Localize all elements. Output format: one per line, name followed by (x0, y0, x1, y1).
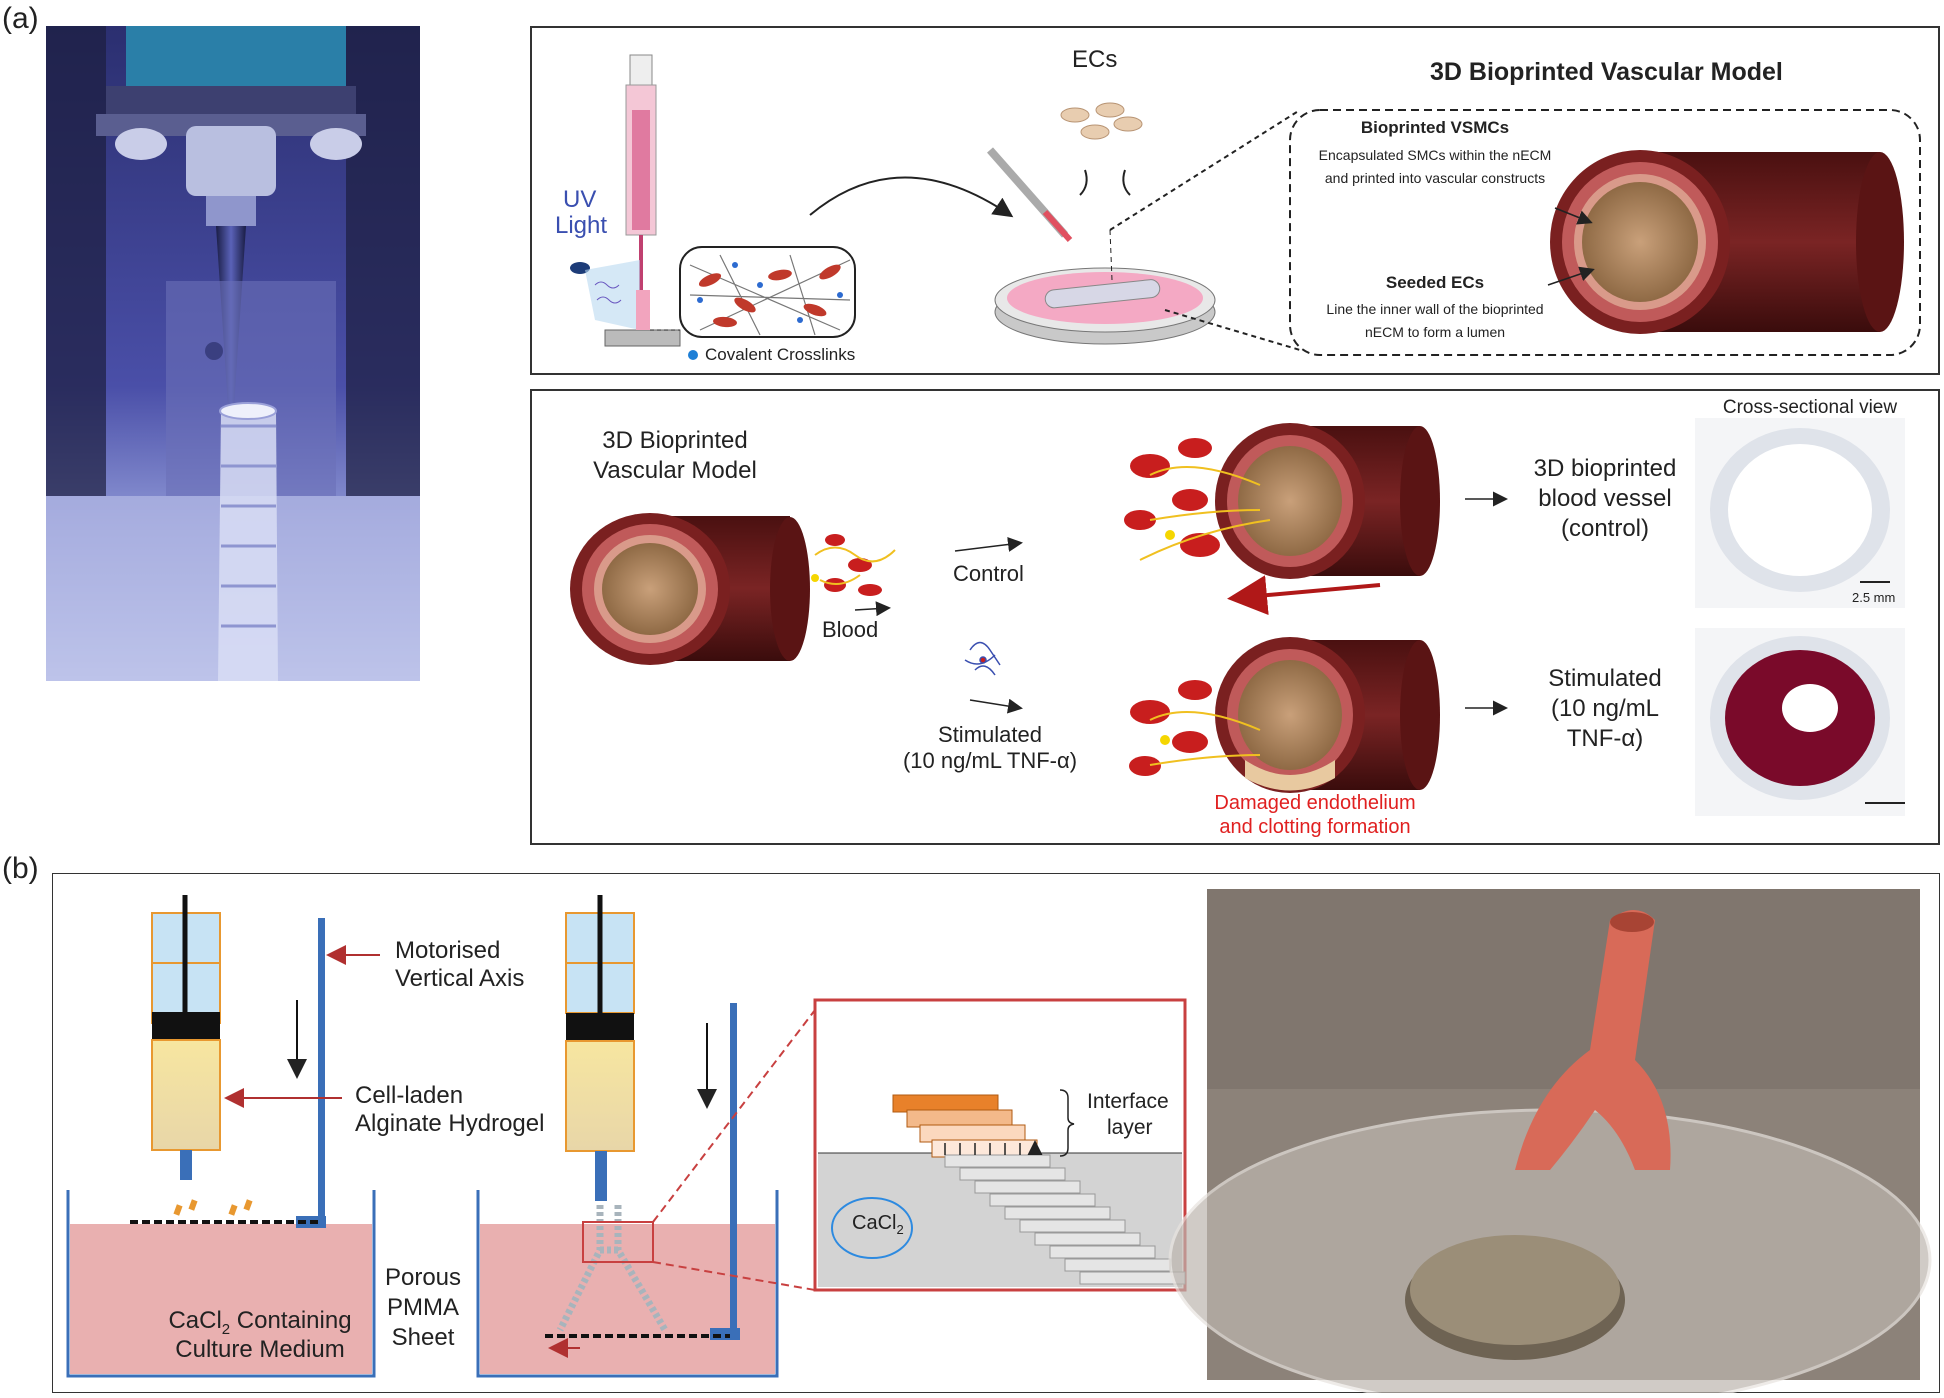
cacl2-main: CaCl (852, 1212, 897, 1234)
vessel-illustration-top (1550, 150, 1904, 334)
stimulated-label-1: Stimulated (938, 722, 1042, 747)
model-label-2: Vascular Model (593, 457, 757, 484)
crosslink-dot-icon (688, 350, 698, 360)
bath-middle (476, 1190, 779, 1378)
result-stimulated-3: TNF-α) (1566, 725, 1644, 752)
motor-label-2: Vertical Axis (395, 965, 525, 992)
hydrogel-network-icon (679, 246, 856, 338)
ec-title: Seeded ECs (1385, 273, 1485, 292)
flow-arrow-icon (1227, 575, 1381, 616)
endothelial-cells-icon (1060, 102, 1143, 140)
uv-light-label-1: UV (563, 186, 597, 213)
medium-cacl-sub: 2 (221, 1320, 231, 1338)
result-control-1: 3D bioprinted (1533, 455, 1677, 482)
interface-label-2: layer (1107, 1116, 1153, 1139)
panel-a-graphics (570, 54, 1921, 816)
ecs-label: ECs (1072, 46, 1118, 73)
tnf-protein-icon (964, 641, 1001, 676)
damage-label-2: and clotting formation (1219, 816, 1411, 838)
cross-section-stimulated-image (1695, 628, 1905, 816)
top-title: 3D Bioprinted Vascular Model (1430, 58, 1783, 86)
vessel-illustration-control (1215, 423, 1440, 579)
syringe-icon (625, 54, 657, 290)
print-base-icon (604, 290, 681, 347)
interface-label-1: Interface (1087, 1090, 1169, 1113)
motor-label-1: Motorised (395, 937, 501, 964)
stimulated-label-2: (10 ng/mL TNF-α) (902, 748, 1078, 773)
axis-rod-left (296, 918, 326, 1228)
scale-bar-label: 2.5 mm (1852, 590, 1896, 605)
cross-section-label: Cross-sectional view (1722, 397, 1898, 418)
cacl2-ion-circle (831, 1197, 913, 1259)
result-stimulated-1: Stimulated (1548, 665, 1662, 692)
branch-structure (556, 1205, 669, 1332)
bioprinter-photo (46, 26, 420, 681)
cacl2-label: CaCl2 (852, 1212, 904, 1237)
cell-laden-label-1: Cell-laden (355, 1082, 464, 1109)
panel-b-label: (b) (2, 852, 39, 885)
damage-label-1: Damaged endothelium (1214, 792, 1416, 814)
panel-a-label: (a) (2, 2, 39, 35)
vsmc-desc-1: Encapsulated SMCs within the nECM (1318, 147, 1552, 163)
panel-b-graphics (66, 889, 1932, 1393)
process-arrow-icon (809, 176, 1014, 218)
uv-lamp-icon (570, 260, 640, 330)
ec-desc-2: nECM to form a lumen (1364, 324, 1506, 340)
extruded-cells-left (173, 1199, 253, 1216)
medium-label-1: CaCl2 Containing (150, 1307, 370, 1338)
rbc-cluster-stimulated (1129, 680, 1261, 776)
result-stimulated-2: (10 ng/mL (1550, 695, 1660, 722)
porous-label-3: Sheet (391, 1324, 455, 1351)
syringe-middle-icon (565, 895, 635, 1201)
zoom-box (582, 1221, 654, 1263)
cacl2-sub: 2 (896, 1222, 904, 1237)
result-control-3: (control) (1560, 515, 1650, 542)
blood-label: Blood (822, 617, 879, 642)
bath-left (66, 1190, 376, 1378)
cell-laden-label-2: Alginate Hydrogel (355, 1110, 545, 1137)
cross-section-control-image (1695, 418, 1905, 608)
medium-cacl: CaCl (168, 1307, 222, 1334)
syringe-left-icon (151, 895, 221, 1180)
ec-desc-1: Line the inner wall of the bioprinted (1326, 301, 1544, 317)
vsmc-title: Bioprinted VSMCs (1360, 118, 1510, 137)
control-label: Control (953, 561, 1024, 586)
model-label-1: 3D Bioprinted (602, 427, 748, 454)
porous-label-1: Porous (384, 1264, 462, 1291)
vessel-callout-box (1289, 109, 1921, 356)
porous-label-2: PMMA (387, 1294, 459, 1321)
result-control-2: blood vessel (1538, 485, 1672, 512)
culture-dish-icon (994, 267, 1216, 345)
vessel-illustration-model (570, 513, 810, 665)
printed-vessel-photo (1168, 889, 1932, 1393)
blood-cells-icon (811, 534, 896, 596)
rbc-cluster-control (1124, 438, 1271, 561)
uv-light-label-2: Light (555, 212, 608, 239)
vessel-illustration-stimulated (1215, 637, 1440, 793)
interface-inset (813, 998, 1187, 1292)
medium-label-2: Culture Medium (175, 1336, 345, 1363)
medium-containing: Containing (230, 1307, 352, 1334)
vsmc-desc-2: and printed into vascular constructs (1324, 170, 1546, 186)
crosslinks-label: Covalent Crosslinks (705, 345, 856, 364)
